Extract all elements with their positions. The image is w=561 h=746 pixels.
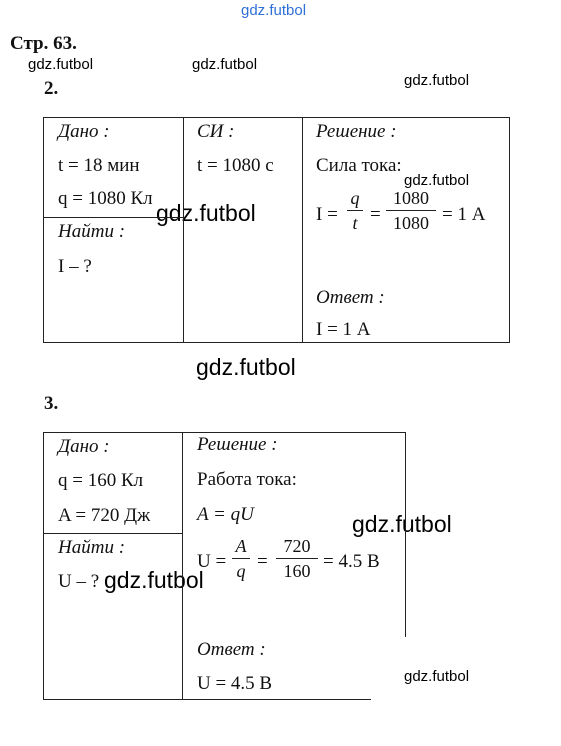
fraction-A-over-q: A q [232, 537, 250, 580]
watermark: gdz.futbol [352, 511, 452, 537]
fraction-numerator: 720 [283, 536, 311, 556]
given-time: t = 18 мин [58, 155, 140, 176]
fraction-numerator: q [350, 188, 360, 208]
solution-header: Решение : [316, 121, 397, 142]
watermark: gdz.futbol [156, 200, 256, 226]
fraction-numeric: 720 160 [276, 537, 318, 580]
watermark: gdz.futbol [192, 56, 258, 73]
watermark: gdz.futbol [404, 172, 470, 189]
watermark: gdz.futbol [104, 567, 204, 593]
watermark: gdz.futbol [28, 56, 94, 73]
solution-caption: Работа тока: [197, 469, 297, 490]
formula-lhs: U = [197, 551, 227, 572]
fraction-q-over-t: q t [347, 189, 363, 232]
fraction-denominator: 160 [283, 561, 311, 581]
find-header: Найти : [58, 537, 126, 558]
answer-value: I = 1 А [316, 319, 371, 340]
watermark-top: gdz.futbol [241, 2, 307, 19]
problem-2-number: 2. [44, 78, 59, 99]
page-label: Стр. 63. [10, 33, 77, 54]
formula-result: = 1 А [442, 204, 486, 225]
find-header: Найти : [58, 221, 126, 242]
formula-lhs: I = [316, 204, 338, 225]
si-time: t = 1080 с [197, 155, 274, 176]
find-value: U – ? [58, 571, 100, 592]
given-charge: q = 160 Кл [58, 470, 144, 491]
answer-value: U = 4.5 В [197, 673, 273, 694]
answer-header: Ответ : [197, 639, 266, 660]
fraction-numeric: 1080 1080 [386, 189, 436, 232]
given-charge: q = 1080 Кл [58, 188, 153, 209]
fraction-denominator: t [352, 213, 358, 233]
problem-3-number: 3. [44, 393, 59, 414]
given-header: Дано : [58, 121, 110, 142]
formula-result: = 4.5 В [323, 551, 380, 572]
find-value: I – ? [58, 256, 92, 277]
watermark: gdz.futbol [404, 668, 470, 685]
watermark: gdz.futbol [196, 354, 296, 380]
watermark: gdz.futbol [404, 72, 470, 89]
fraction-denominator: 1080 [393, 213, 429, 233]
fraction-numerator: 1080 [393, 188, 429, 208]
answer-header: Ответ : [316, 287, 385, 308]
given-header: Дано : [58, 436, 110, 457]
solution-header: Решение : [197, 434, 278, 455]
solution-caption: Сила тока: [316, 155, 402, 176]
formula-work: A = qU [197, 504, 254, 525]
si-header: СИ : [197, 121, 235, 142]
given-work: A = 720 Дж [58, 505, 151, 526]
fraction-denominator: q [236, 561, 246, 581]
fraction-numerator: A [235, 536, 247, 556]
